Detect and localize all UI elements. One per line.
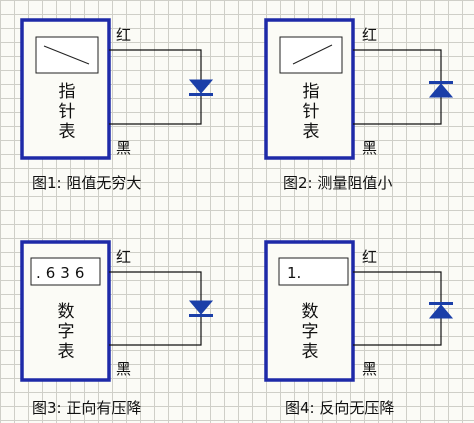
test-lead-wire xyxy=(353,49,442,125)
panel-1: 指 针 表 红 黑 图1: 阻值无穷大 xyxy=(20,18,214,192)
digital-display xyxy=(278,257,349,286)
meter-label-char-2: 针 xyxy=(59,102,76,122)
test-lead-wire xyxy=(109,49,202,125)
meter-label-char-2: 字 xyxy=(302,322,319,342)
red-lead-label: 红 xyxy=(116,26,131,44)
red-lead-label: 红 xyxy=(362,26,377,44)
display-reading: 1. xyxy=(287,264,301,282)
meter-label-char-1: 数 xyxy=(302,302,319,322)
meter-label-char-3: 表 xyxy=(302,342,319,362)
black-lead-label: 黑 xyxy=(362,360,377,378)
meter-label-char-1: 数 xyxy=(58,302,75,322)
test-lead-wire xyxy=(353,271,442,346)
panel-caption: 图3: 正向有压降 xyxy=(32,399,141,417)
panel-3: .636 数 字 表 红 黑 图3: 正向有压降 xyxy=(20,240,214,417)
digital-display xyxy=(30,257,101,286)
needle-icon xyxy=(292,44,333,65)
needle-icon xyxy=(43,45,90,65)
red-lead-label: 红 xyxy=(116,248,131,266)
panel-2: 指 针 表 红 黑 图2: 测量阻值小 xyxy=(264,18,454,192)
panel-4: 1. 数 字 表 红 黑 图4: 反向无压降 xyxy=(264,240,454,417)
meter-label-char-3: 表 xyxy=(303,122,320,142)
panel-caption: 图4: 反向无压降 xyxy=(285,399,394,417)
diode-triangle-icon xyxy=(188,300,214,315)
meter-label-char-2: 字 xyxy=(58,322,75,342)
meter-label-char-1: 指 xyxy=(59,82,76,102)
red-lead-label: 红 xyxy=(362,248,377,266)
meter-label-char-3: 表 xyxy=(59,122,76,142)
panel-caption: 图1: 阻值无穷大 xyxy=(32,174,141,192)
black-lead-label: 黑 xyxy=(362,139,377,157)
diode-triangle-icon xyxy=(428,304,454,319)
diode-triangle-icon xyxy=(188,79,214,94)
panel-caption: 图2: 测量阻值小 xyxy=(283,174,392,192)
meter-label-char-2: 针 xyxy=(303,102,320,122)
black-lead-label: 黑 xyxy=(116,360,131,378)
test-lead-wire xyxy=(109,271,202,346)
black-lead-label: 黑 xyxy=(116,139,131,157)
display-reading: .636 xyxy=(36,264,89,282)
meter-label-char-3: 表 xyxy=(58,342,75,362)
meter-label-char-1: 指 xyxy=(303,82,320,102)
diode-triangle-icon xyxy=(428,83,454,98)
